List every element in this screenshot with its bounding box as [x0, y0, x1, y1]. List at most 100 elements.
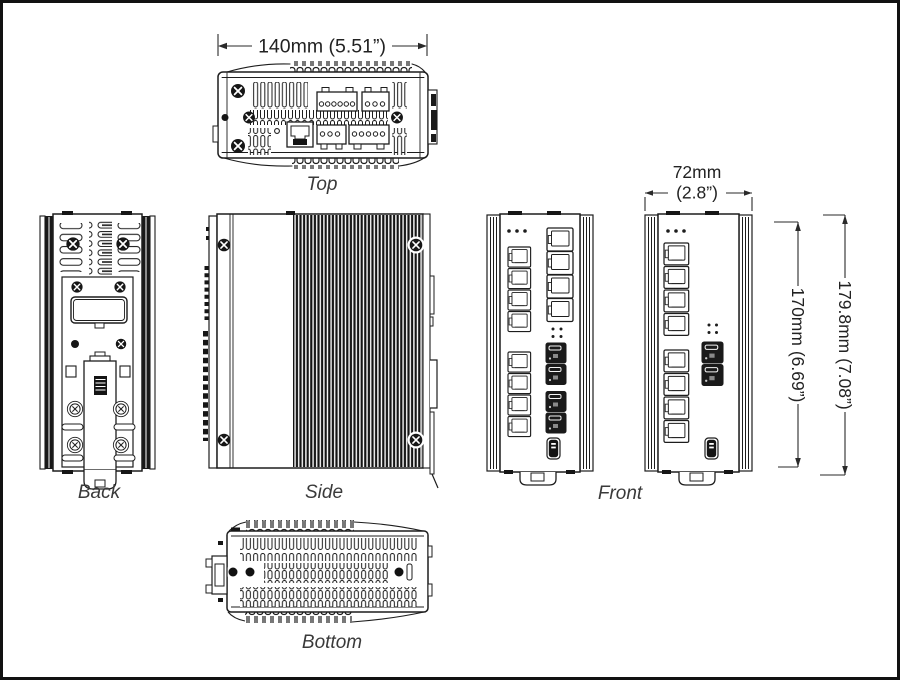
extension-line	[217, 34, 428, 56]
rj45-port	[663, 312, 690, 336]
sfp-cage	[545, 364, 567, 385]
rj45-port	[507, 310, 532, 333]
screw-icon	[70, 280, 84, 294]
vent-slots	[264, 563, 388, 583]
bottom-view-label: Bottom	[302, 632, 362, 653]
extension-line	[644, 197, 753, 211]
rj45-port	[546, 274, 574, 299]
top-view	[212, 61, 438, 169]
screw-icon	[66, 400, 84, 418]
back-view	[39, 211, 156, 490]
usb-port	[546, 437, 561, 460]
heatsink-fins	[293, 215, 422, 467]
arrowhead	[842, 215, 848, 224]
fin-comb-bottom	[292, 158, 399, 169]
dimension-top-width	[217, 34, 428, 56]
rj45-port	[546, 227, 574, 252]
arrowhead	[418, 42, 427, 50]
status-leds	[666, 229, 686, 233]
front-view-label: Front	[598, 483, 643, 504]
din-clip-edge	[429, 275, 439, 489]
screw-icon	[113, 280, 127, 294]
dimension-height-overall-text: 179.8mm (7.08”)	[835, 280, 855, 409]
arrowhead	[645, 190, 653, 196]
screw-hole	[394, 567, 404, 577]
arrowhead	[218, 42, 227, 50]
back-view-label: Back	[78, 482, 122, 503]
screw-icon	[112, 436, 130, 454]
dimension-height-body-text: 170mm (6.69”)	[788, 288, 808, 403]
dimension-top-width-text: 140mm (5.51”)	[258, 36, 386, 58]
dimension-front-width-text: 72mm	[673, 162, 722, 182]
extension-line	[774, 221, 798, 468]
fin-comb-top	[246, 520, 354, 532]
terminal-block-3pin	[361, 87, 390, 112]
screw-icon	[390, 110, 404, 125]
extension-line	[820, 214, 845, 476]
din-rail-clip	[205, 541, 228, 602]
screw-icon	[242, 110, 256, 125]
screw-icon	[221, 114, 229, 121]
screw-icon	[66, 436, 84, 454]
sfp-cage	[545, 412, 567, 434]
rj45-port	[663, 349, 690, 373]
screw-hole	[228, 567, 238, 577]
status-leds	[507, 229, 527, 233]
rj45-port	[507, 351, 532, 373]
screw-icon	[230, 83, 246, 99]
rj45-port	[663, 289, 690, 313]
arrowhead	[795, 222, 801, 231]
sfp-cage	[545, 391, 567, 412]
rj45-console-port	[286, 121, 314, 148]
fin-comb-top	[290, 61, 412, 72]
arrowhead	[744, 190, 752, 196]
terminal-block-3pin	[316, 124, 347, 150]
rj45-port	[663, 372, 690, 396]
rj45-port	[507, 372, 532, 395]
din-rail-clip	[83, 351, 117, 490]
rj45-port	[663, 419, 690, 443]
sfp-cage	[545, 342, 567, 364]
ground-point	[274, 128, 280, 134]
fin-comb-bottom	[245, 612, 352, 623]
bottom-view	[205, 520, 433, 623]
rj45-port	[663, 265, 690, 289]
vent-slots	[89, 220, 112, 275]
vent-slots	[240, 538, 418, 561]
dimension-front-width	[644, 190, 753, 211]
screw-hole	[245, 567, 255, 577]
vent-slots	[240, 587, 418, 607]
sfp-cage	[701, 341, 724, 364]
dimension-height-body	[774, 221, 801, 468]
usb-port	[704, 437, 719, 460]
rj45-port	[507, 267, 532, 290]
screw-icon	[408, 237, 424, 253]
screw-icon	[216, 237, 232, 253]
side-view-label: Side	[305, 482, 343, 503]
screw-icon	[71, 340, 79, 348]
front-view-model-b	[644, 211, 753, 486]
front-view-model-a	[486, 211, 594, 486]
vent-slots	[247, 110, 388, 125]
dimension-height-overall	[820, 214, 848, 476]
side-view	[203, 211, 439, 489]
rj45-port	[507, 394, 532, 416]
rj45-port	[507, 289, 532, 311]
sfp-cage	[701, 363, 724, 387]
vent-slots	[251, 82, 308, 109]
screw-icon	[112, 400, 130, 418]
screw-icon	[216, 432, 232, 448]
rj45-port	[507, 415, 532, 438]
terminal-block-6pin	[316, 87, 358, 112]
vent-slots	[61, 423, 136, 462]
rj45-port	[507, 246, 532, 268]
rj45-port	[546, 297, 574, 323]
screw-icon	[115, 236, 131, 252]
vent-slots	[392, 82, 407, 109]
terminal-block-5pin	[348, 124, 390, 150]
screw-icon	[230, 138, 246, 154]
screw-icon	[408, 432, 424, 448]
screw-icon	[65, 236, 81, 252]
